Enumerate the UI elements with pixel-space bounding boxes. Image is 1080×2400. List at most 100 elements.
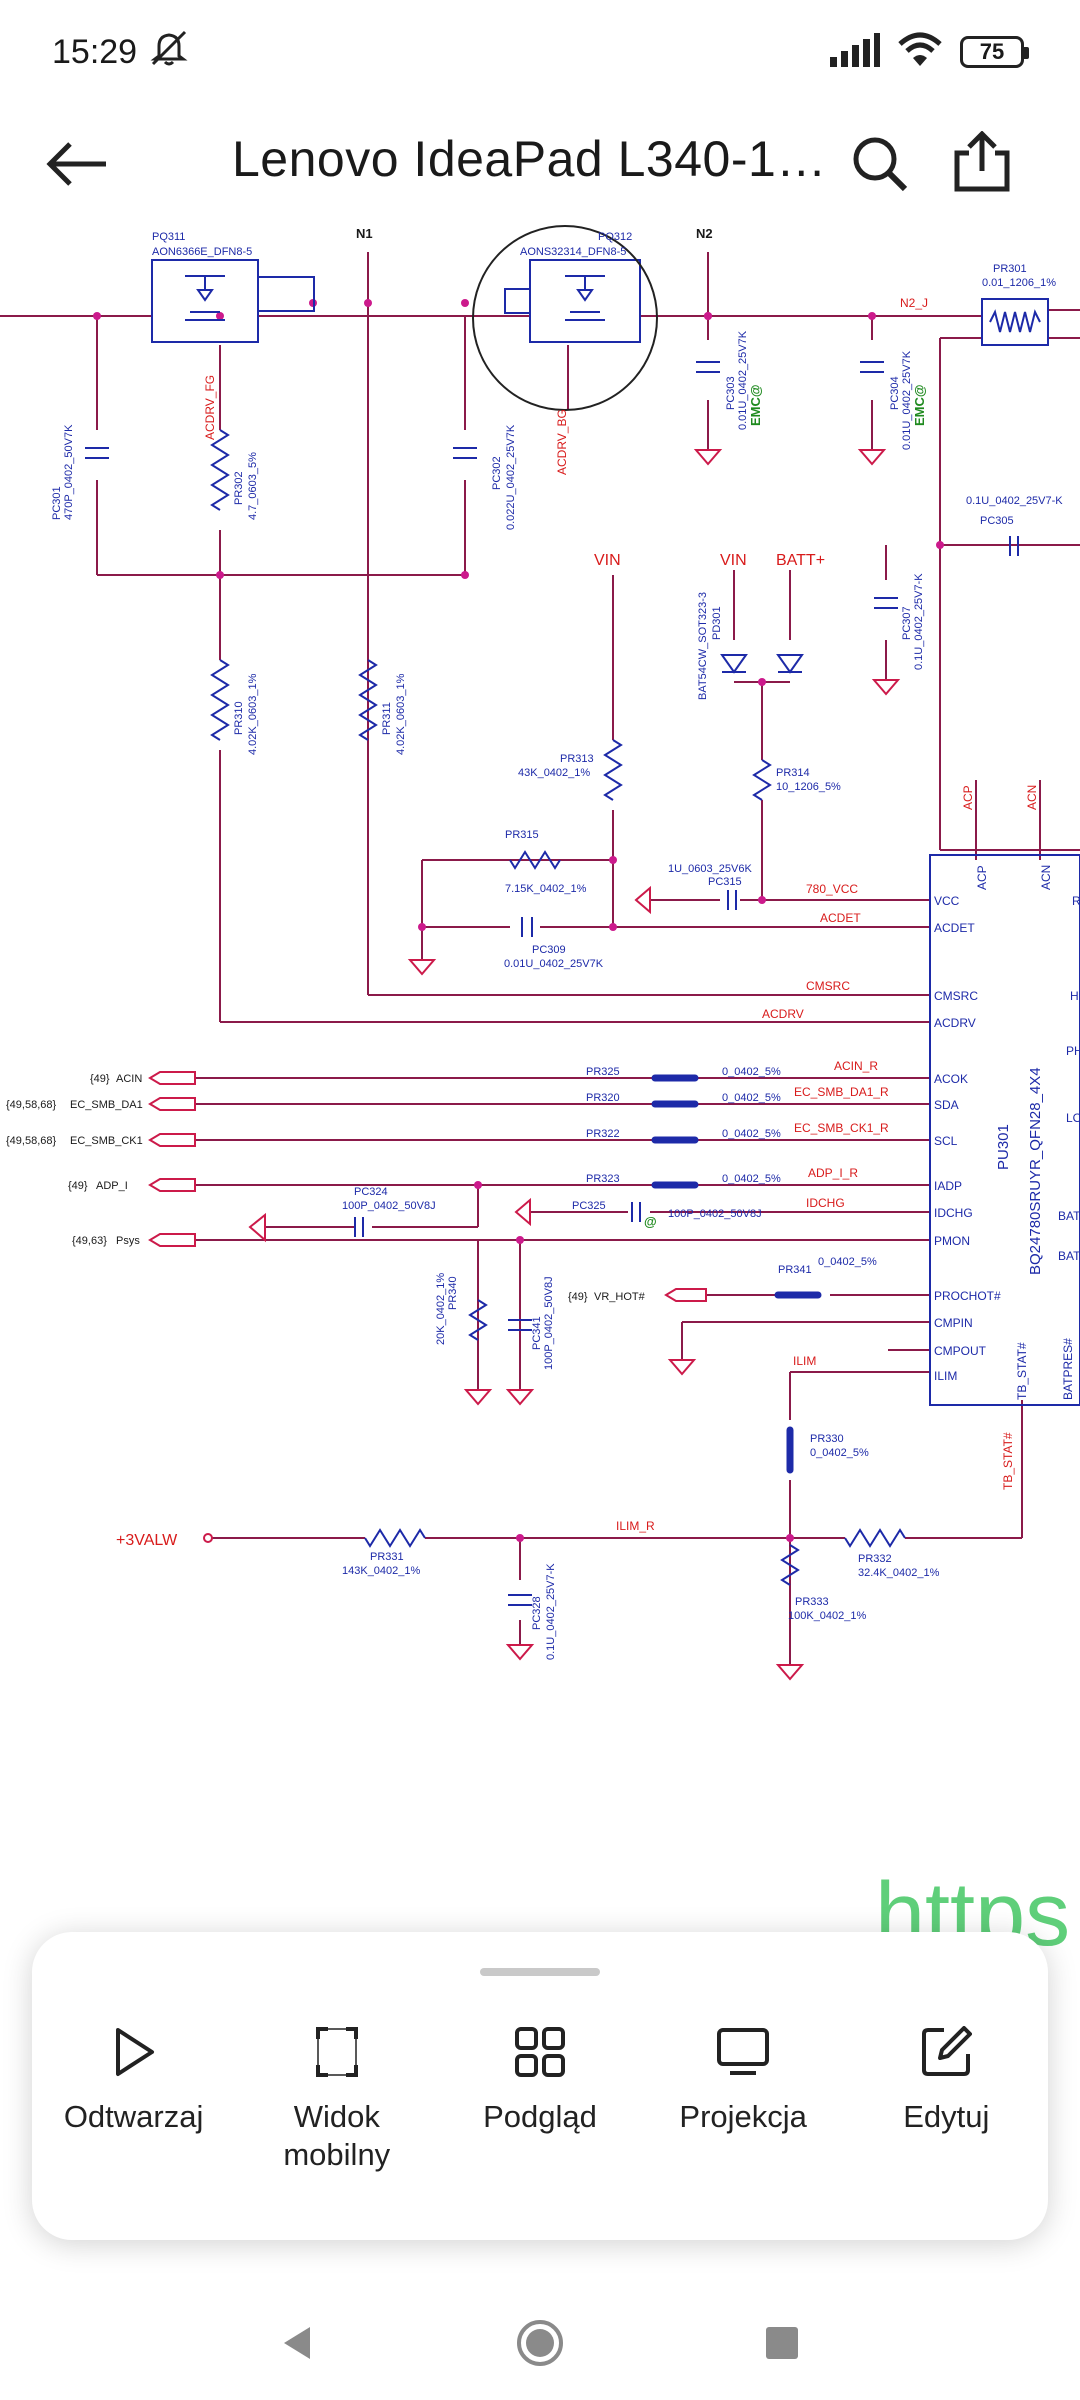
- net-emc-pc304: EMC@: [912, 384, 927, 426]
- schematic-drawing: PQ311 AON6366E_DFN8-5 PQ312 AONS32314_DF…: [0, 225, 1080, 1965]
- label-pr311: PR311: [381, 702, 393, 735]
- nav-recents-icon[interactable]: [762, 2323, 802, 2368]
- document-title: Lenovo IdeaPad L340-15I...: [232, 131, 832, 187]
- pin-vcc: VCC: [934, 894, 960, 908]
- label-pr311-val: 4.02K_0603_1%: [395, 673, 407, 755]
- offpage-adp: ADP_I: [96, 1180, 128, 1192]
- net-acdrv-fg: ACDRV_FG: [203, 375, 217, 440]
- edit-button[interactable]: Edytuj: [846, 2024, 1046, 2174]
- label-pc301-val: 470P_0402_50V7K: [63, 424, 75, 520]
- net-n1: N1: [356, 226, 373, 241]
- pin-ilim: ILIM: [934, 1369, 957, 1383]
- system-nav-bar: [0, 2290, 1080, 2400]
- preview-button[interactable]: Podgląd: [440, 2024, 640, 2174]
- pin-cut-r: R: [1072, 894, 1080, 908]
- monitor-icon: [715, 2024, 771, 2080]
- offpage-da1: EC_SMB_DA1: [70, 1099, 143, 1111]
- label-pc303-val: 0.01U_0402_25V7K: [737, 330, 749, 430]
- offpage-psys-ref: {49,63}: [72, 1235, 107, 1247]
- offpage-da1-ref: {49,58,68}: [6, 1099, 56, 1111]
- back-arrow-icon[interactable]: [38, 124, 118, 204]
- label-pu301-part: BQ24780SRUYR_QFN28_4X4: [1027, 1067, 1044, 1275]
- edit-icon: [918, 2024, 974, 2080]
- net-n2: N2: [696, 226, 713, 241]
- label-r320-val: 0_0402_5%: [722, 1092, 781, 1104]
- label-pr301-val: 0.01_1206_1%: [982, 277, 1056, 289]
- label-pr313: PR313: [560, 753, 594, 765]
- net-cmsrc: CMSRC: [806, 979, 850, 993]
- label-pc324-val: 100P_0402_50V8J: [342, 1200, 436, 1212]
- status-bar: 15:29 75: [0, 0, 1080, 104]
- net-n2j: N2_J: [900, 296, 928, 310]
- label-pr320: PR320: [586, 1092, 620, 1104]
- play-label: Odtwarzaj: [63, 2099, 204, 2134]
- label-pd301-part: BAT54CW_SOT323-3: [697, 592, 709, 700]
- net-acn: ACN: [1025, 785, 1039, 810]
- pin-sda: SDA: [934, 1098, 959, 1112]
- label-pc305-val: 0.1U_0402_25V7-K: [966, 495, 1063, 507]
- label-pr332: PR332: [858, 1553, 892, 1565]
- label-pr340: PR340: [447, 1276, 459, 1310]
- label-pc315-val: 1U_0603_25V6K: [668, 863, 752, 875]
- net-vin-diode: VIN: [720, 552, 747, 569]
- share-icon[interactable]: [942, 122, 1022, 202]
- play-icon: [106, 2024, 162, 2080]
- signal-icon: [828, 32, 880, 72]
- label-pr322: PR322: [586, 1128, 620, 1140]
- mute-bell-icon: [147, 28, 191, 77]
- grid-preview-icon: [512, 2024, 568, 2080]
- mobile-view-icon: [309, 2024, 365, 2080]
- pin-cut-ph: PH: [1066, 1044, 1080, 1058]
- pin-iadp: IADP: [934, 1179, 962, 1193]
- pin-cut-bat1: BAT: [1058, 1209, 1080, 1223]
- net-acp: ACP: [961, 785, 975, 810]
- label-pu301: PU301: [995, 1124, 1012, 1170]
- label-pr310: PR310: [233, 701, 245, 735]
- pin-prochot: PROCHOT#: [934, 1289, 1001, 1303]
- net-acdrv: ACDRV: [762, 1007, 804, 1021]
- label-pd301: PD301: [711, 606, 723, 640]
- net-780-vcc: 780_VCC: [806, 882, 858, 896]
- label-pc325-val: 100P_0402_50V8J: [668, 1208, 762, 1220]
- pin-batpres: BATPRES#: [1061, 1338, 1075, 1400]
- projection-label: Projekcja: [679, 2099, 807, 2134]
- label-pc302-val: 0.022U_0402_25V7K: [505, 424, 517, 530]
- net-ilim: ILIM: [793, 1354, 816, 1368]
- label-pr341: PR341: [778, 1264, 812, 1276]
- nav-back-icon[interactable]: [278, 2323, 318, 2368]
- status-time: 15:29: [52, 32, 138, 71]
- mobile-view-label: Widok mobilny: [283, 2099, 391, 2172]
- nav-home-icon[interactable]: [515, 2318, 565, 2373]
- offpage-psys: Psys: [116, 1235, 140, 1247]
- pin-acok: ACOK: [934, 1072, 968, 1086]
- net-3valw: +3VALW: [116, 1532, 178, 1549]
- search-icon[interactable]: [840, 124, 920, 204]
- label-pc301: PC301: [51, 486, 63, 520]
- label-pr340-val: 20K_0402_1%: [435, 1273, 447, 1345]
- net-acdet: ACDET: [820, 911, 861, 925]
- label-pc309: PC309: [532, 944, 566, 956]
- net-acdrv-bg: ACDRV_BG: [555, 409, 569, 475]
- label-pc325: PC325: [572, 1200, 606, 1212]
- preview-label: Podgląd: [483, 2099, 597, 2134]
- pin-idchg: IDCHG: [934, 1206, 973, 1220]
- label-pr323: PR323: [586, 1173, 620, 1185]
- offpage-vrhot: VR_HOT#: [594, 1291, 646, 1303]
- mobile-view-button[interactable]: Widok mobilny: [237, 2024, 437, 2174]
- net-tb-stat: TB_STAT#: [1001, 1432, 1015, 1490]
- label-pq311-part: AON6366E_DFN8-5: [152, 246, 252, 258]
- pin-tb-stat: TB_STAT#: [1015, 1342, 1029, 1400]
- offpage-vrhot-ref: {49}: [568, 1291, 588, 1303]
- net-vin-top: VIN: [594, 552, 621, 569]
- schematic-viewport[interactable]: PQ311 AON6366E_DFN8-5 PQ312 AONS32314_DF…: [0, 224, 1080, 1994]
- drag-handle[interactable]: [480, 1968, 600, 1976]
- label-pr333: PR333: [795, 1596, 829, 1608]
- label-pc307-val: 0.1U_0402_25V7-K: [913, 573, 925, 670]
- label-pc341: PC341: [531, 1316, 543, 1350]
- net-batt: BATT+: [776, 552, 825, 569]
- play-button[interactable]: Odtwarzaj: [34, 2024, 234, 2174]
- projection-button[interactable]: Projekcja: [643, 2024, 843, 2174]
- label-pc309-val: 0.01U_0402_25V7K: [504, 958, 604, 970]
- offpage-ck1-ref: {49,58,68}: [6, 1135, 56, 1147]
- label-pr331: PR331: [370, 1551, 404, 1563]
